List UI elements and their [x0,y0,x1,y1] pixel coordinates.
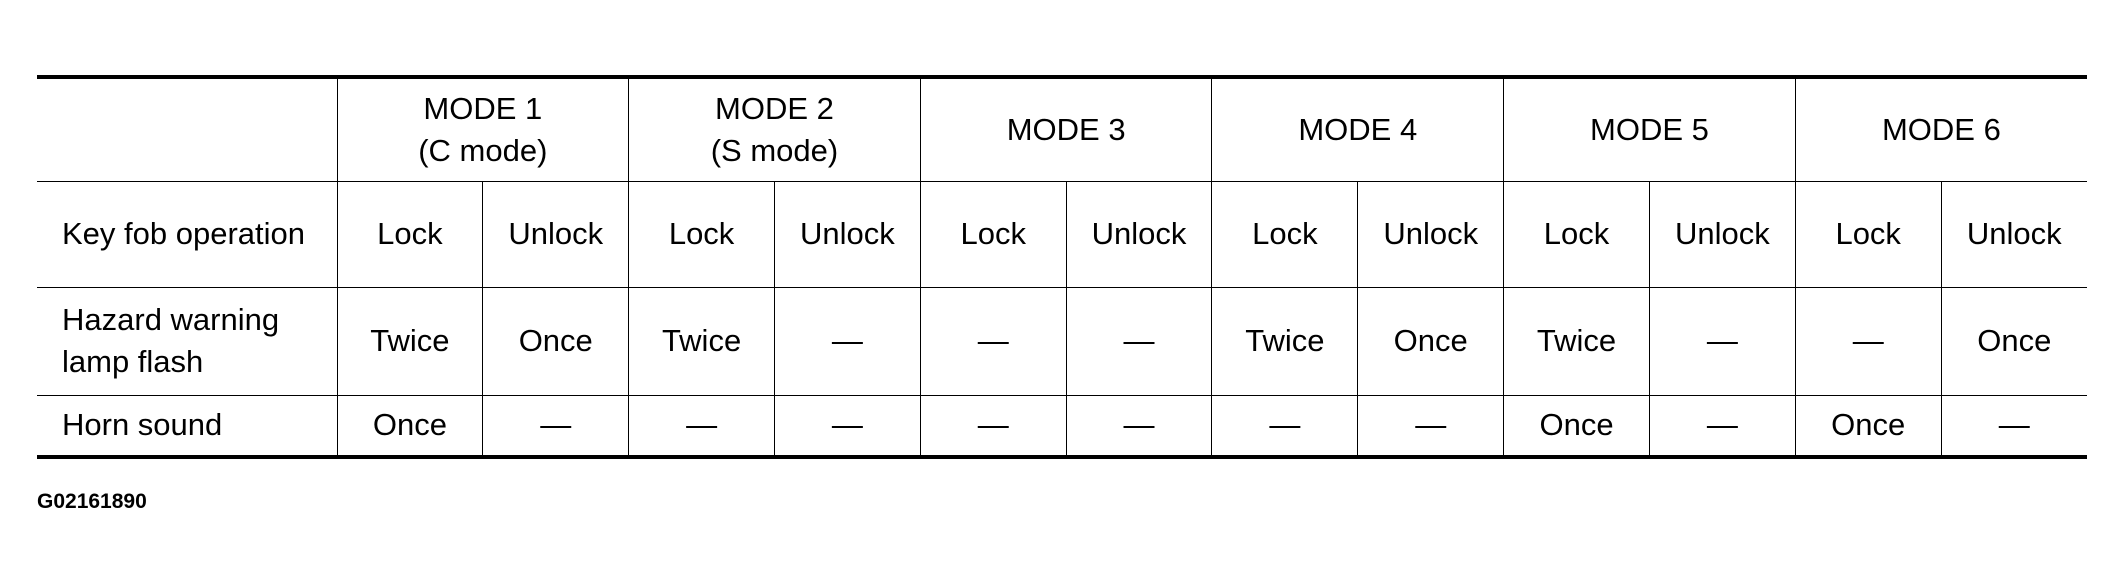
table-cell: — [482,394,629,457]
table-cell: Lock [336,180,483,287]
mode-4-header: MODE 4 [1211,77,1504,181]
table-cell: — [1648,394,1796,457]
table-cell: Lock [1503,180,1650,287]
table-cell: Once [1794,394,1942,457]
mode-6-header: MODE 6 [1794,77,2087,181]
row-label-hazard-warning-lamp-flash: Hazard warning lamp flash [37,286,337,395]
table-cell: Unlock [1065,180,1212,287]
table-cell: — [1065,394,1212,457]
table-cell: Unlock [1648,180,1796,287]
table-cell: — [919,394,1067,457]
row-label-key-fob-operation: Key fob operation [37,180,337,287]
table-cell: Unlock [1940,180,2087,287]
mode-2-subtitle: (S mode) [710,132,839,168]
mode-5-title: MODE 5 [1590,111,1709,147]
table-cell: — [773,394,921,457]
table-cell: — [1065,286,1212,395]
table-cell: Twice [336,286,483,395]
table-row-key-fob-operation: Key fob operation Lock Unlock Lock Unloc… [37,180,2087,287]
mode-1-title: MODE 1 [423,90,543,126]
table-cell: Unlock [1357,180,1504,287]
mode-table: MODE 1 (C mode) MODE 2 (S mode) MODE 3 M… [37,75,2087,459]
table-cell: — [1940,394,2087,457]
mode-5-header: MODE 5 [1503,77,1796,181]
figure-id-label: G02161890 [37,490,147,513]
table-cell: — [1648,286,1796,395]
mode-1-subtitle: (C mode) [418,132,548,168]
table-row-horn-sound: Horn sound Once — — — — — — — Once — Onc… [37,394,2087,457]
table-cell: Lock [1211,180,1358,287]
row-label-horn-sound: Horn sound [37,394,337,457]
mode-table-container: MODE 1 (C mode) MODE 2 (S mode) MODE 3 M… [37,75,2087,459]
table-cell: — [628,394,775,457]
table-cell: Unlock [773,180,921,287]
table-cell: — [773,286,921,395]
mode-4-title: MODE 4 [1298,111,1418,147]
table-cell: Twice [1503,286,1650,395]
table-header-row: MODE 1 (C mode) MODE 2 (S mode) MODE 3 M… [37,77,2087,181]
table-cell: Once [1940,286,2087,395]
table-cell: Once [482,286,629,395]
table-cell: Unlock [482,180,629,287]
table-cell: Once [336,394,483,457]
mode-2-title: MODE 2 [715,90,834,126]
table-cell: Lock [1794,180,1942,287]
table-cell: Once [1503,394,1650,457]
table-cell: Once [1357,286,1504,395]
mode-3-title: MODE 3 [1006,111,1126,147]
table-row-hazard-warning-lamp-flash: Hazard warning lamp flash Twice Once Twi… [37,286,2087,395]
table-cell: Lock [919,180,1067,287]
table-cell: — [1357,394,1504,457]
table-cell: — [1211,394,1358,457]
header-corner-cell [37,77,337,181]
table-cell: — [919,286,1067,395]
mode-6-title: MODE 6 [1881,111,2001,147]
mode-3-header: MODE 3 [919,77,1212,181]
mode-2-header: MODE 2 (S mode) [628,77,921,181]
table-cell: Twice [628,286,775,395]
table-cell: — [1794,286,1942,395]
table-cell: Twice [1211,286,1358,395]
mode-1-header: MODE 1 (C mode) [336,77,629,181]
table-cell: Lock [628,180,775,287]
